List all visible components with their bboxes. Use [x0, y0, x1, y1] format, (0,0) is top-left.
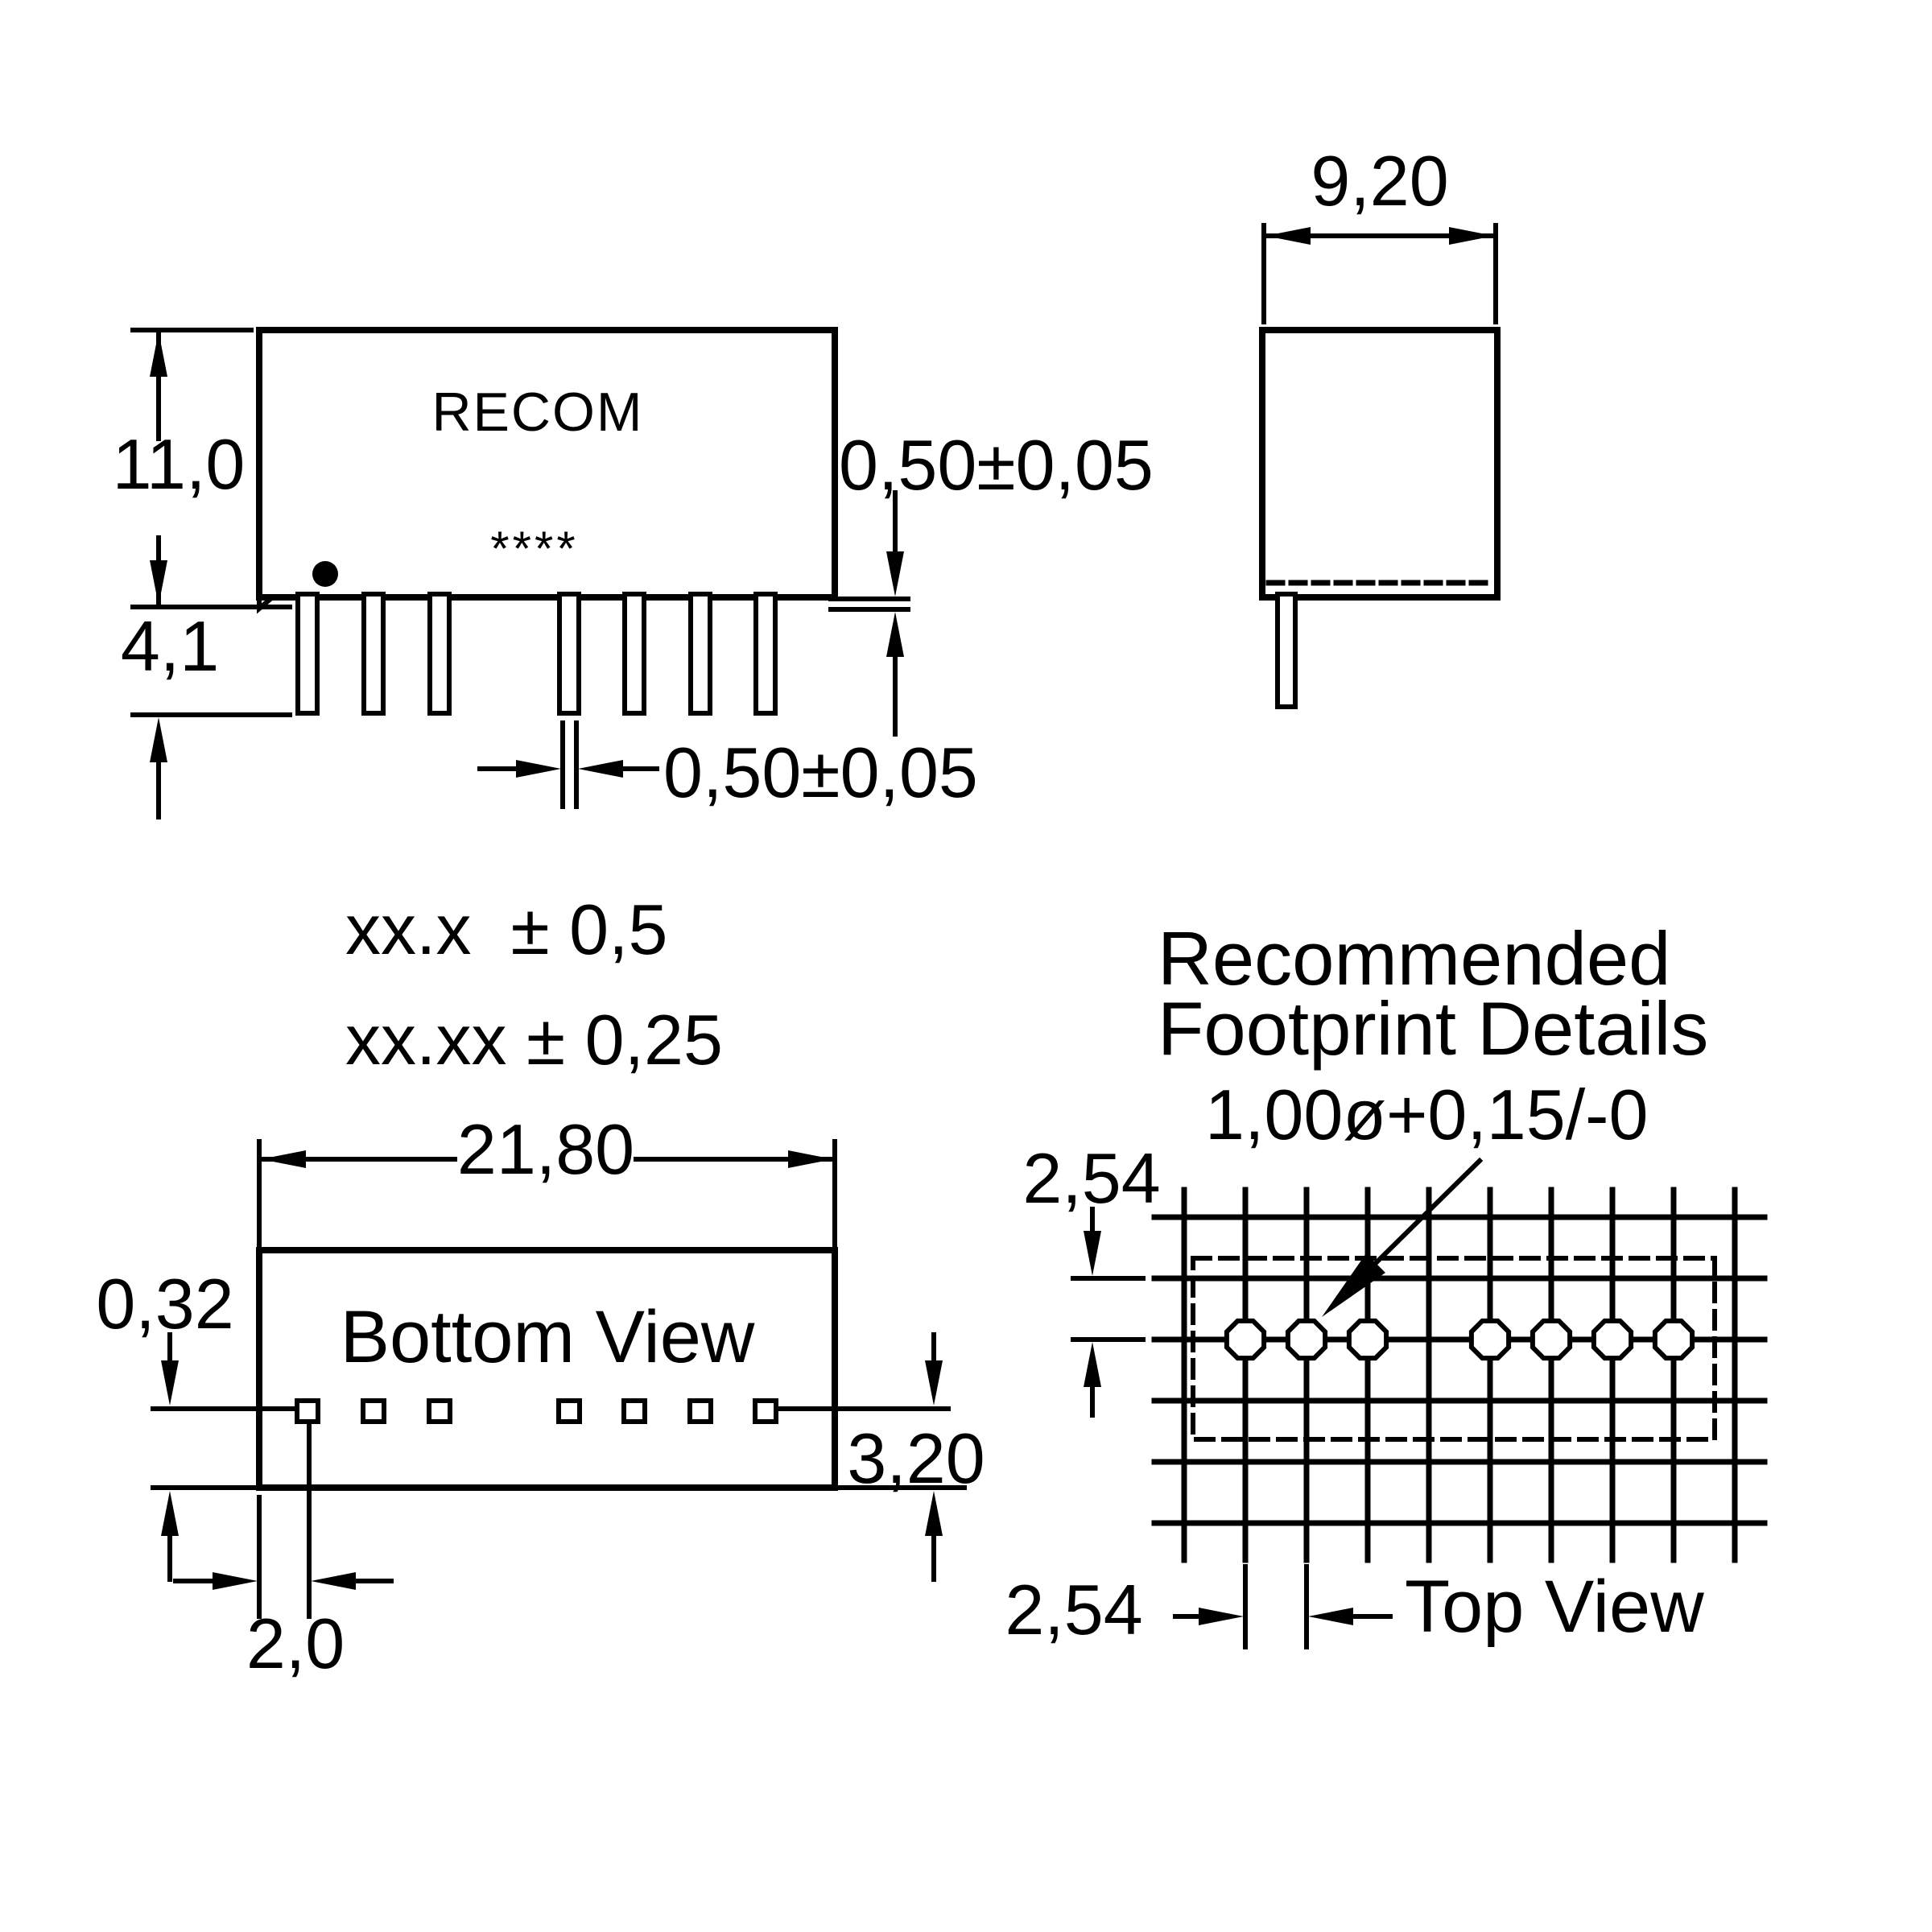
footprint-title-line1: Recommended — [1158, 916, 1670, 1001]
side-pin — [1275, 592, 1298, 709]
front-standoff-dimension: 4,1 — [121, 606, 292, 819]
bottom-depth-value: 3,20 — [847, 1418, 985, 1498]
marking-label: **** — [490, 522, 578, 576]
tolerance-note-line2: xx.xx ± 0,25 — [345, 1000, 723, 1080]
footprint-outline-dashed — [1191, 1256, 1717, 1442]
side-width-value: 9,20 — [1311, 141, 1448, 221]
footprint-pad-hole — [1224, 1318, 1267, 1361]
bottom-view-label: Bottom View — [341, 1296, 755, 1378]
bottom-lead-value: 0,32 — [96, 1264, 233, 1344]
bottom-pad — [621, 1398, 647, 1424]
bottom-pad — [753, 1398, 778, 1424]
bottom-depth-dimension: 3,20 — [835, 1332, 985, 1582]
front-pin — [427, 592, 452, 716]
footprint-pad-hole — [1530, 1318, 1573, 1361]
footprint-pad-hole — [1591, 1318, 1634, 1361]
side-view: 9,20 — [1259, 141, 1501, 709]
bottom-pad — [295, 1398, 320, 1424]
bottom-pad — [427, 1398, 452, 1424]
footprint-pad-hole — [1285, 1318, 1328, 1361]
tolerance-note-line1: xx.x ± 0,5 — [345, 890, 667, 969]
col-pitch-value: 2,54 — [1005, 1570, 1142, 1649]
bottom-pads — [295, 1398, 778, 1424]
footprint-view: Recommended Footprint Details 1,00ø+0,15… — [1005, 916, 1768, 1649]
front-height-value: 11,0 — [113, 424, 246, 504]
front-body-outline — [256, 327, 838, 601]
bottom-lead-dimension: 0,32 — [96, 1264, 258, 1582]
footprint-pad-hole — [1346, 1318, 1389, 1361]
front-view: RECOM **** 11,0 4,1 0,50±0,05 — [113, 327, 1154, 819]
row-pitch-dimension: 2,54 — [1022, 1138, 1161, 1418]
pin-offset-dimension: 2,0 — [173, 1422, 394, 1683]
front-pin — [557, 592, 581, 716]
pin-offset-value: 2,0 — [246, 1604, 345, 1683]
bottom-pad — [556, 1398, 582, 1424]
lead-width-dimension: 0,50±0,05 — [477, 720, 978, 812]
side-width-dimension — [1261, 223, 1498, 324]
bottom-view: 21,80 Bottom View 0,32 3,20 — [96, 1109, 985, 1683]
front-standoff-value: 4,1 — [121, 606, 219, 686]
front-pins — [295, 592, 778, 716]
pin1-indicator-dot — [312, 561, 338, 587]
footprint-grid — [1151, 1187, 1768, 1563]
front-height-dimension: 11,0 — [113, 328, 292, 609]
lead-thickness-value: 0,50±0,05 — [839, 425, 1154, 505]
front-pin — [753, 592, 778, 716]
brand-label: RECOM — [431, 382, 643, 443]
row-pitch-value: 2,54 — [1022, 1138, 1160, 1218]
bottom-length-dimension: 21,80 — [257, 1109, 837, 1249]
lead-thickness-dimension: 0,50±0,05 — [828, 425, 1154, 737]
lead-width-value: 0,50±0,05 — [663, 733, 978, 812]
top-view-label: Top View — [1405, 1566, 1704, 1648]
footprint-pad-hole — [1652, 1318, 1695, 1361]
bottom-pad — [361, 1398, 386, 1424]
bottom-body-outline — [256, 1247, 838, 1491]
front-pin — [361, 592, 386, 716]
col-pitch-dimension: 2,54 — [1005, 1564, 1393, 1649]
front-pin — [295, 592, 320, 716]
footprint-pads — [1224, 1318, 1695, 1361]
front-pin — [622, 592, 646, 716]
bottom-length-value: 21,80 — [457, 1109, 634, 1189]
tolerance-notes: xx.x ± 0,5 xx.xx ± 0,25 — [345, 890, 723, 1080]
footprint-pad-hole — [1468, 1318, 1512, 1361]
front-pin — [688, 592, 712, 716]
hole-leader-arrow — [1322, 1157, 1484, 1317]
hole-diameter-value: 1,00ø+0,15/-0 — [1205, 1075, 1648, 1154]
side-body-outline — [1259, 327, 1501, 601]
footprint-title-line2: Footprint Details — [1158, 986, 1708, 1071]
bottom-pad — [687, 1398, 713, 1424]
